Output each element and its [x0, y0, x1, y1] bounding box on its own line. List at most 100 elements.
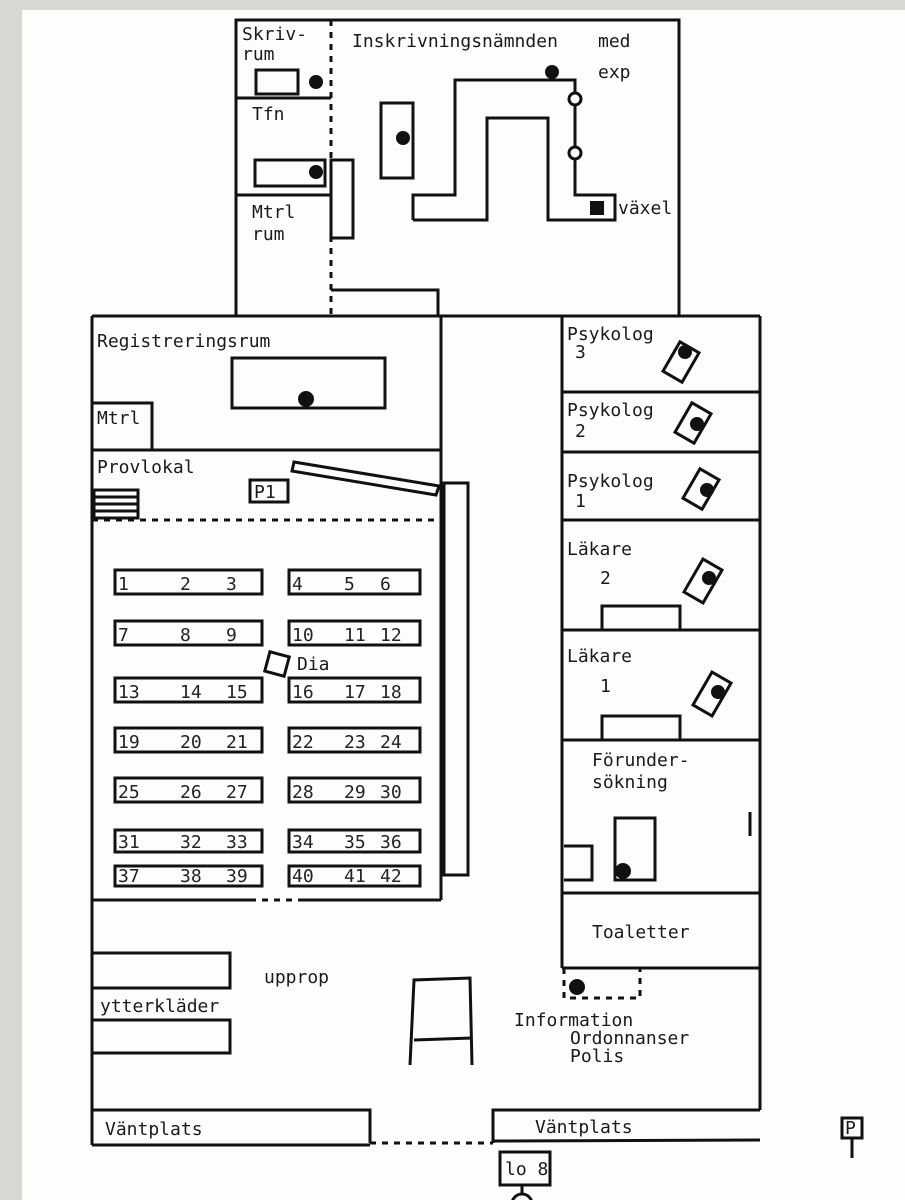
lobby: upprop ytterkläder Information Ordonnans… — [92, 951, 864, 1200]
person-marker — [309, 165, 323, 179]
seat-number: 40 — [292, 866, 314, 887]
seat-number: 19 — [118, 732, 140, 753]
desk-row — [287, 776, 422, 804]
desk-row — [287, 864, 422, 888]
inskrivning-block: Skriv- rum Inskrivningsnämnden med exp T… — [234, 18, 681, 318]
desk-row — [113, 676, 264, 704]
label-psykolog1: Psykolog — [567, 471, 654, 492]
seat-circle — [567, 91, 583, 107]
label-p1: P1 — [254, 482, 276, 503]
label-polis: Polis — [570, 1046, 624, 1067]
seat-number: 29 — [344, 782, 366, 803]
label-skrivrum-2: rum — [242, 44, 275, 65]
seat-number: 31 — [118, 832, 140, 853]
desk — [254, 68, 300, 96]
desk-psykolog1 — [680, 466, 722, 512]
desk-row — [113, 828, 264, 854]
info-desk — [562, 968, 642, 1000]
seat-number: 33 — [226, 832, 248, 853]
exam-table — [613, 816, 657, 882]
seat-number: 4 — [292, 574, 303, 595]
seat-number: 6 — [380, 574, 391, 595]
desk-psykolog2 — [672, 400, 714, 446]
seat-number: 11 — [344, 625, 366, 646]
label-mtrlrum-1: Mtrl — [252, 202, 295, 223]
bench-vantplats — [491, 1108, 760, 1143]
counter — [331, 288, 440, 316]
seat-number: 15 — [226, 682, 248, 703]
seat-number: 21 — [226, 732, 248, 753]
coat-rack — [92, 1018, 232, 1055]
seat-number: 42 — [380, 866, 402, 887]
label-exp: exp — [598, 62, 631, 83]
label-tfn: Tfn — [252, 104, 285, 125]
person-marker — [396, 131, 410, 145]
desk-row — [113, 864, 264, 888]
seat-number: 41 — [344, 866, 366, 887]
seat-number: 18 — [380, 682, 402, 703]
seat-number: 36 — [380, 832, 402, 853]
desk-psykolog3 — [660, 339, 702, 385]
label-lakare1-num: 1 — [600, 676, 611, 697]
paper-sheet — [22, 10, 905, 1200]
seat-number: 8 — [180, 625, 191, 646]
label-psykolog2-num: 2 — [575, 421, 586, 442]
seat-number: 9 — [226, 625, 237, 646]
person-marker — [615, 863, 631, 879]
label-ordonnanser: Ordonnanser — [570, 1028, 689, 1049]
main-block: Registreringsrum Mtrl Provlokal P1 Dia 1… — [90, 314, 762, 1145]
label-registreringsrum: Registreringsrum — [97, 331, 270, 352]
seat-number: 26 — [180, 782, 202, 803]
seat-circle — [567, 145, 583, 161]
seat-number: 16 — [292, 682, 314, 703]
desk-row — [113, 619, 264, 647]
label-vantplats-right: Väntplats — [535, 1117, 633, 1138]
seat-number: 20 — [180, 732, 202, 753]
desk-lakare2 — [681, 556, 725, 606]
seat-number: 38 — [180, 866, 202, 887]
label-forundersokning-1: Förunder- — [592, 750, 690, 771]
person-marker — [545, 65, 559, 79]
label-ytterklader: ytterkläder — [100, 996, 219, 1017]
seat-number: 28 — [292, 782, 314, 803]
desk-row — [113, 568, 264, 596]
dia-projector — [262, 649, 292, 679]
label-psykolog2: Psykolog — [567, 400, 654, 421]
label-lakare2-num: 2 — [600, 568, 611, 589]
desk-row — [287, 568, 422, 596]
label-inskrivningsnamnden: Inskrivningsnämnden — [352, 31, 558, 52]
label-lakare1: Läkare — [567, 646, 632, 667]
seat-number: 5 — [344, 574, 355, 595]
coat-rack — [92, 951, 232, 990]
label-upprop: upprop — [264, 967, 329, 988]
seat-number: 1 — [118, 574, 129, 595]
seat-number: 12 — [380, 625, 402, 646]
seat-number: 34 — [292, 832, 314, 853]
stairs-icon — [92, 488, 140, 520]
lo8-sign — [498, 1150, 552, 1187]
desk-row — [287, 726, 422, 754]
bench-vantplats — [92, 1108, 372, 1143]
desk — [253, 158, 327, 188]
person-marker — [309, 75, 323, 89]
slanted-bench — [290, 460, 441, 497]
mtrl-box — [92, 401, 154, 450]
notice-board — [408, 976, 474, 1066]
counter — [411, 78, 617, 222]
label-toaletter: Toaletter — [592, 922, 690, 943]
seat-number: 32 — [180, 832, 202, 853]
seat-number: 25 — [118, 782, 140, 803]
label-mtrlrum-2: rum — [252, 224, 285, 245]
label-psykolog3-num: 3 — [575, 342, 586, 363]
label-p-sign: P — [845, 1118, 856, 1139]
label-psykolog3: Psykolog — [567, 324, 654, 345]
desk-row — [113, 726, 264, 754]
seat-number: 35 — [344, 832, 366, 853]
sink — [564, 844, 594, 882]
person-marker — [569, 979, 585, 995]
long-bench — [442, 481, 470, 877]
seat-number: 37 — [118, 866, 140, 887]
